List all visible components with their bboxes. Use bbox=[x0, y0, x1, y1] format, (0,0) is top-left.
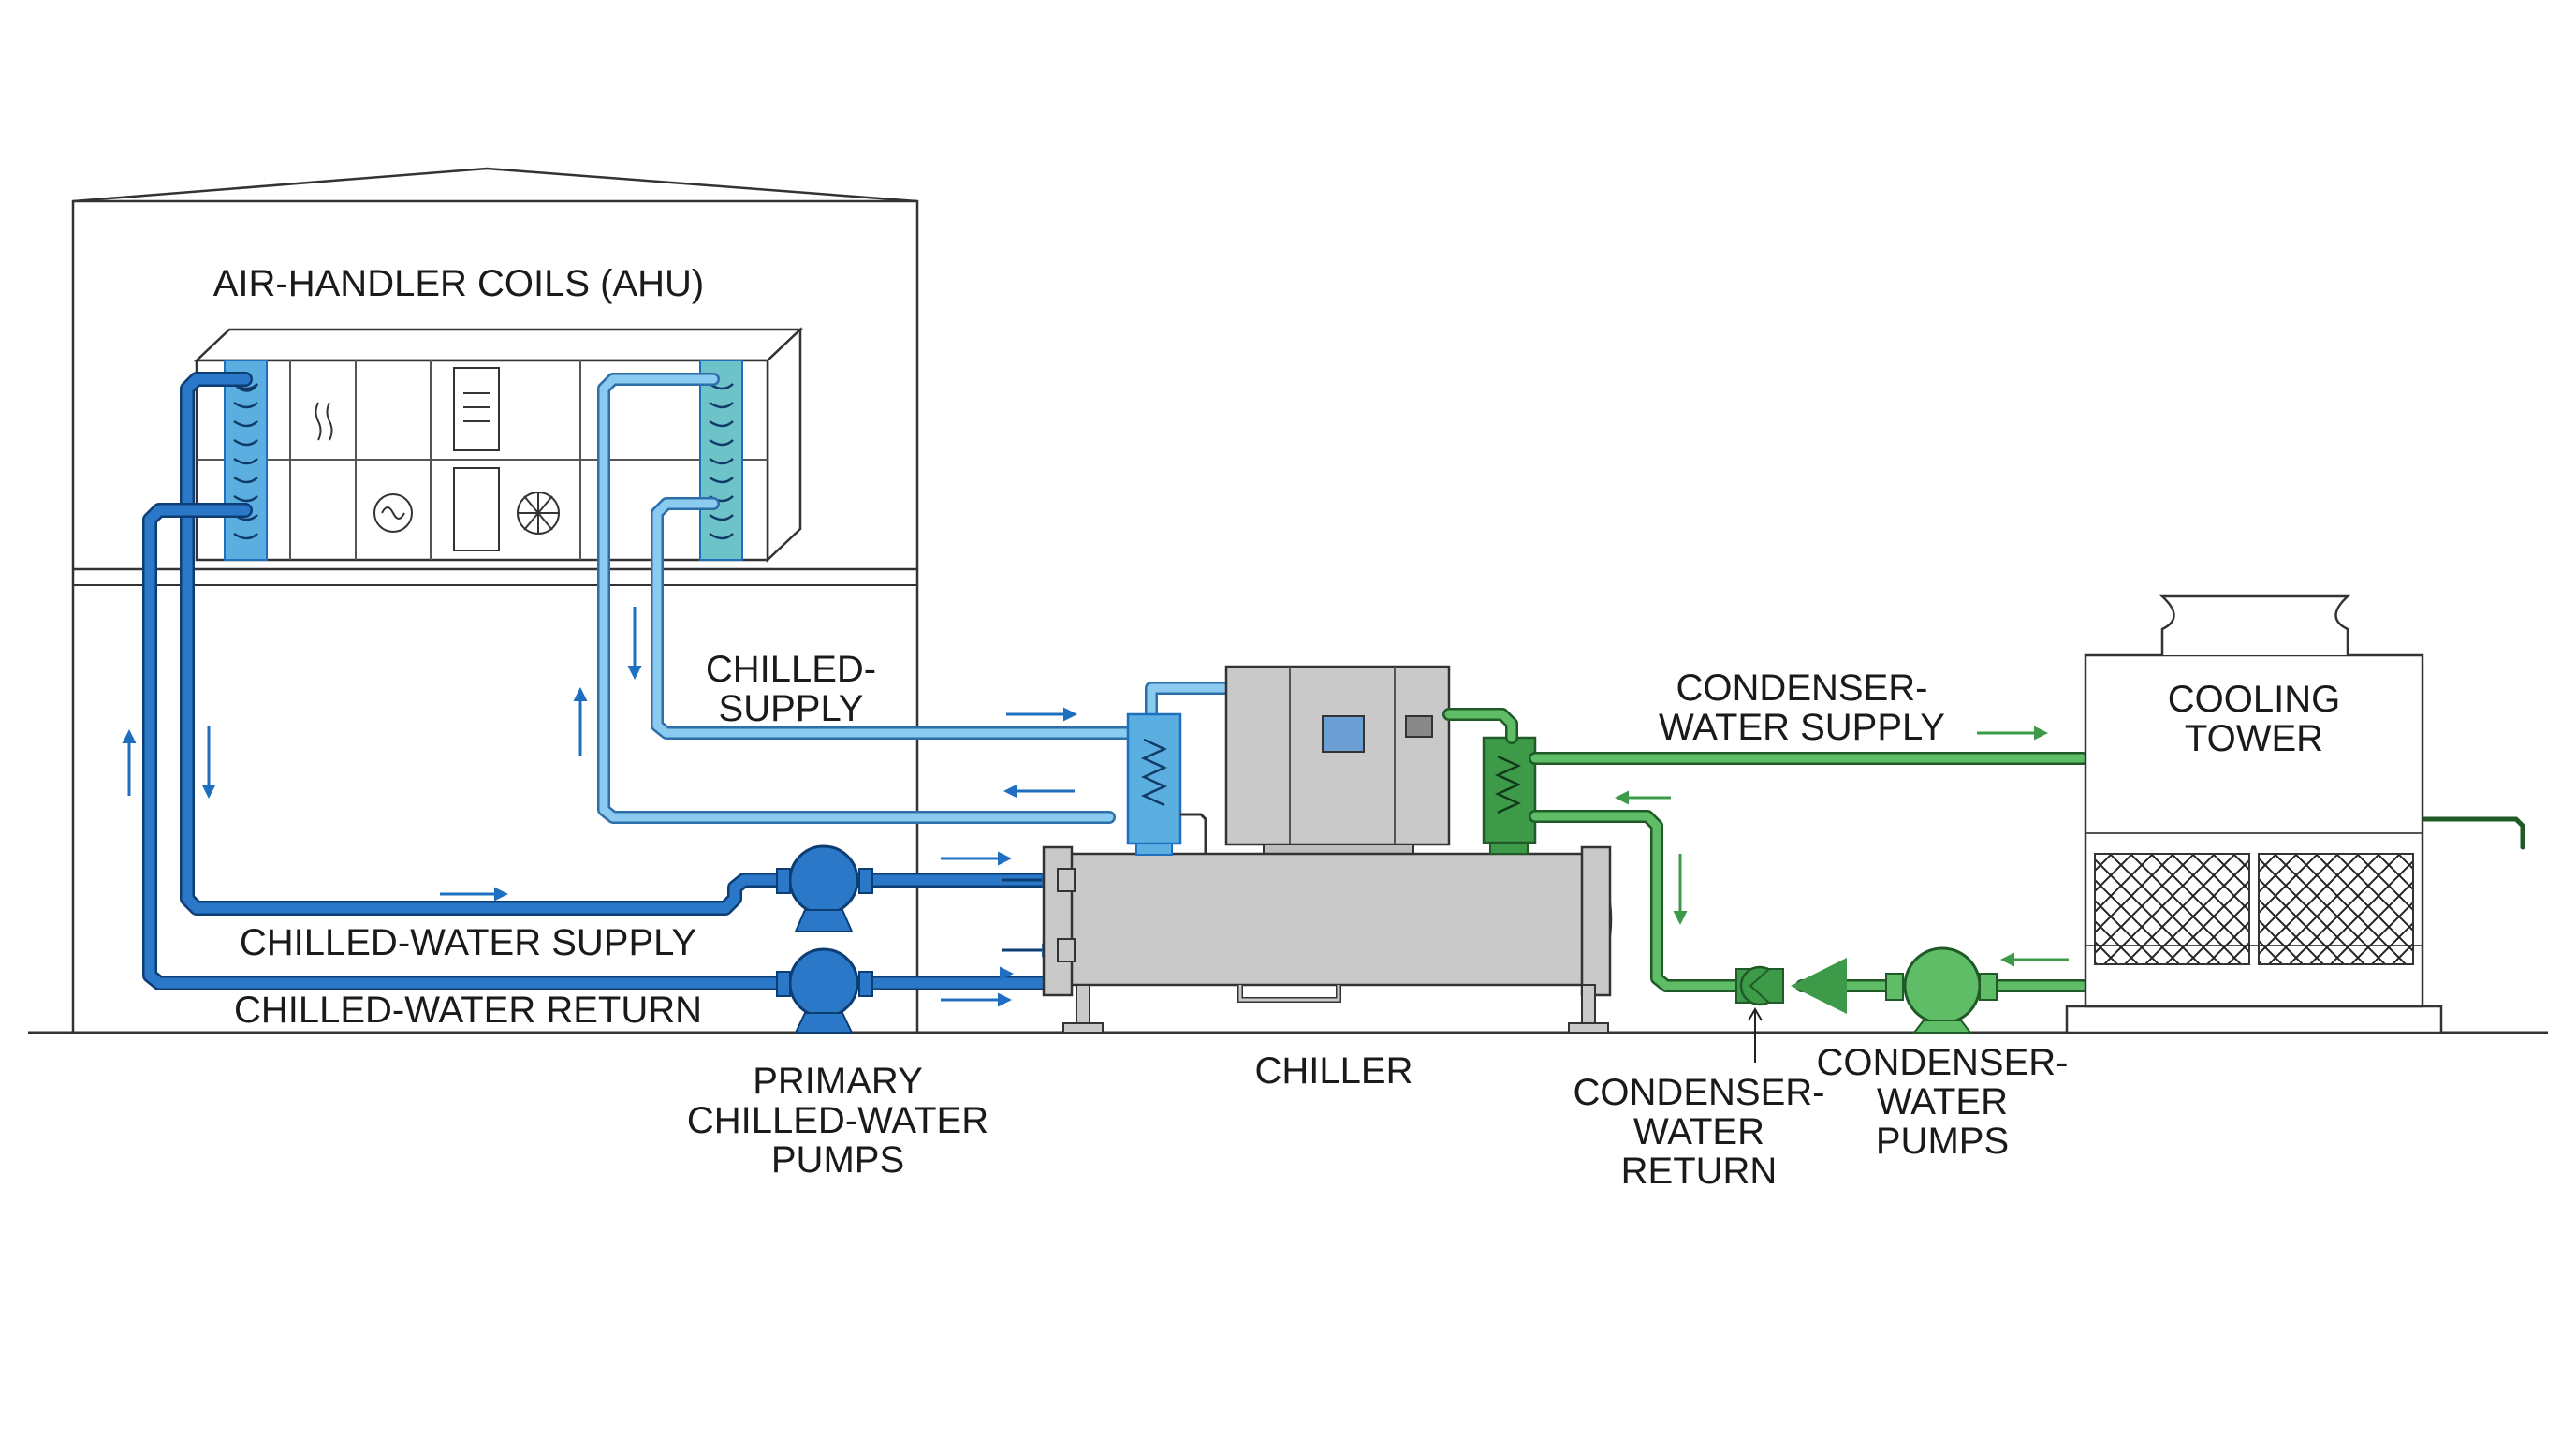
damper-panel-icon bbox=[453, 467, 500, 551]
condenser-pumps-label-line1: CONDENSER- bbox=[1817, 1042, 2069, 1083]
evaporator-coil-icon bbox=[1126, 712, 1182, 845]
primary-pump-lower bbox=[776, 947, 873, 1034]
condenser-pumps-label-line2: WATER bbox=[1877, 1081, 2008, 1123]
condenser-supply-label-line1: CONDENSER- bbox=[1676, 668, 1928, 709]
chilled-water-piping bbox=[142, 372, 1233, 990]
chiller bbox=[1042, 665, 1613, 1034]
cooling-tower bbox=[2065, 594, 2443, 1034]
chiller-control-panel-icon bbox=[1322, 715, 1365, 753]
chilled-water-supply-label: CHILLED-WATER SUPPLY bbox=[240, 922, 696, 963]
chiller-label: CHILLER bbox=[1255, 1050, 1413, 1092]
heater-icon bbox=[315, 402, 333, 441]
primary-pumps-label-line3: PUMPS bbox=[771, 1139, 904, 1181]
condenser-return-label-line3: RETURN bbox=[1621, 1151, 1778, 1192]
primary-pumps-label-line2: CHILLED-WATER bbox=[687, 1100, 988, 1141]
chilled-supply-label-line2: SUPPLY bbox=[719, 688, 864, 729]
condenser-supply-label-line2: WATER SUPPLY bbox=[1659, 707, 1945, 748]
chilled-flow-arrows bbox=[122, 607, 1077, 1007]
condenser-pumps-label-line3: PUMPS bbox=[1876, 1121, 2009, 1162]
chilled-supply-label-line1: CHILLED- bbox=[706, 649, 876, 690]
tower-fan-stack-icon bbox=[2159, 594, 2351, 655]
chilled-water-return-label: CHILLED-WATER RETURN bbox=[234, 990, 702, 1031]
cooling-tower-label-line2: TOWER bbox=[2185, 718, 2323, 759]
ahu-label: AIR-HANDLER COILS (AHU) bbox=[213, 263, 705, 304]
condenser-water-pump bbox=[1885, 946, 1998, 1034]
left-coil-icon bbox=[224, 360, 268, 561]
primary-pumps-label-line1: PRIMARY bbox=[753, 1061, 923, 1102]
condenser-return-label-line2: WATER bbox=[1633, 1111, 1764, 1152]
right-coil-icon bbox=[699, 360, 743, 561]
condenser-return-label-line1: CONDENSER- bbox=[1573, 1072, 1825, 1113]
condenser-coil-icon bbox=[1482, 736, 1537, 844]
air-handler-unit bbox=[193, 327, 804, 563]
filter-panel-icon bbox=[453, 367, 500, 451]
primary-pump-upper bbox=[776, 844, 873, 932]
building-outline bbox=[71, 167, 919, 1033]
condenser-flow-arrows bbox=[1615, 726, 2069, 967]
cooling-tower-label-line1: COOLING bbox=[2168, 679, 2340, 720]
check-valve-icon bbox=[1735, 965, 1784, 1063]
